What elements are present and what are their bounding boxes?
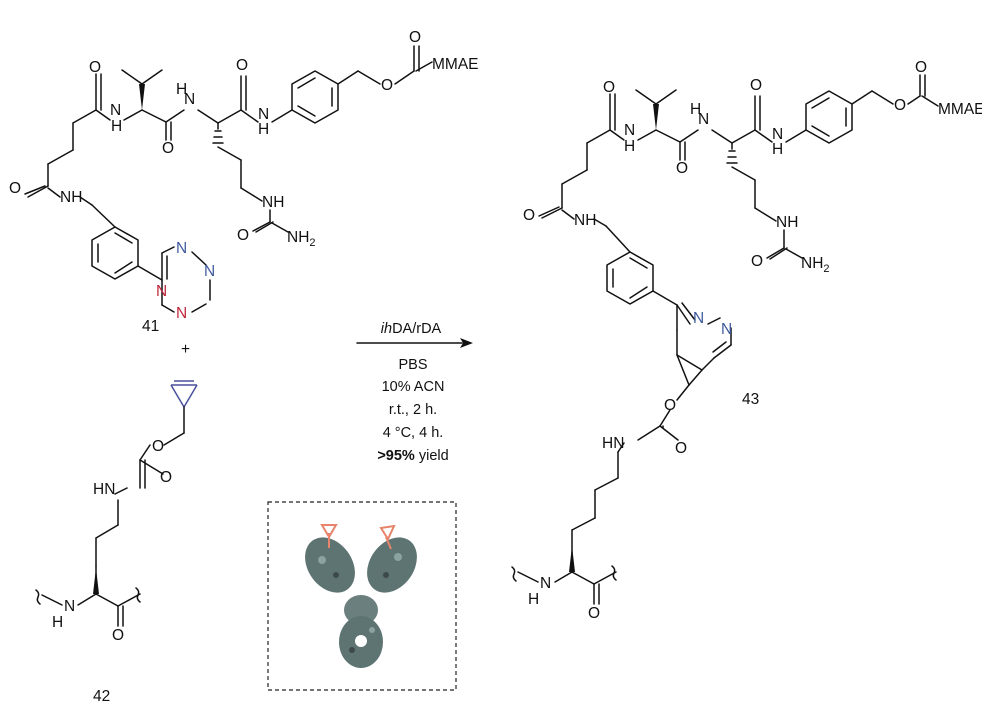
compound-41-label: 41 bbox=[142, 318, 159, 335]
c43-glutaryl-o: O bbox=[523, 207, 535, 224]
c43-urea-nh2: NH2 bbox=[801, 255, 830, 275]
compound-42-structure bbox=[35, 380, 198, 627]
c41-tetrazine-n2: N bbox=[204, 263, 215, 280]
c41-amide-h1: H bbox=[111, 118, 122, 135]
c41-tetrazine-n3: N bbox=[156, 283, 167, 300]
c41-tetrazine-n1: N bbox=[176, 240, 187, 257]
c41-glutaryl-o: O bbox=[9, 180, 21, 197]
c42-carbamate-o2: O bbox=[160, 469, 172, 486]
c41-carbonyl-o2: O bbox=[162, 140, 174, 157]
c43-carbonyl-o: O bbox=[588, 605, 600, 622]
c41-tetrazine-n4: N bbox=[176, 305, 187, 322]
c43-carbamate-o1: O bbox=[664, 397, 676, 414]
c43-carbonate-o: O bbox=[915, 59, 927, 76]
c42-carbamate-hn: HN bbox=[93, 481, 115, 498]
condition-solvent: PBS bbox=[398, 357, 427, 373]
c41-urea-nh: NH bbox=[262, 194, 284, 211]
c43-amide-h2: H bbox=[690, 101, 701, 118]
c43-amide-h1: H bbox=[624, 138, 635, 155]
reaction-arrow-head bbox=[460, 338, 473, 348]
c43-amide-h3: H bbox=[772, 141, 783, 158]
c43-carbonyl-o2: O bbox=[676, 160, 688, 177]
c41-amide-n2: N bbox=[184, 91, 195, 108]
condition-cosolvent: 10% ACN bbox=[382, 379, 445, 395]
c43-pyridazine-n2: N bbox=[721, 321, 732, 338]
c41-amide-n1: N bbox=[110, 102, 121, 119]
c42-amide-n: N bbox=[64, 598, 75, 615]
c41-carbonyl-o1: O bbox=[89, 59, 101, 76]
c41-carbonate-o: O bbox=[409, 29, 421, 46]
reaction-type: ihDA/rDA bbox=[381, 321, 442, 337]
c43-amide-n: N bbox=[540, 575, 551, 592]
c43-amide-n1: N bbox=[624, 122, 635, 139]
condition-step2: 4 °C, 4 h. bbox=[383, 425, 444, 441]
c41-amide-h2: H bbox=[176, 81, 187, 98]
c41-amide-h3: H bbox=[258, 121, 269, 138]
c41-urea-nh2: NH2 bbox=[287, 229, 316, 249]
c42-carbamate-o1: O bbox=[152, 438, 164, 455]
c43-pyridazine-n1: N bbox=[693, 310, 704, 327]
c41-amide-n3: N bbox=[258, 106, 269, 123]
c43-urea-nh: NH bbox=[776, 214, 798, 231]
compound-43-structure bbox=[511, 74, 939, 605]
plus-sign: + bbox=[181, 341, 190, 358]
c43-mmae: MMAE bbox=[938, 101, 982, 118]
compound-42-label: 42 bbox=[93, 688, 110, 705]
antibody-inset-frame bbox=[267, 501, 457, 691]
c43-amide-n2: N bbox=[698, 111, 709, 128]
c43-amide-h: H bbox=[528, 591, 539, 608]
c43-carbamate-hn: HN bbox=[602, 435, 624, 452]
c41-ester-o: O bbox=[381, 77, 393, 94]
c42-carbonyl-o: O bbox=[112, 627, 124, 644]
c43-carbamate-o2: O bbox=[675, 440, 687, 457]
reaction-yield: >95% yield bbox=[377, 448, 448, 464]
c43-carbonyl-o3: O bbox=[750, 77, 762, 94]
compound-43-label: 43 bbox=[742, 391, 759, 408]
condition-step1: r.t., 2 h. bbox=[389, 402, 437, 418]
c43-glutaryl-nh: NH bbox=[574, 212, 596, 229]
c41-urea-o: O bbox=[237, 227, 249, 244]
c43-ester-o: O bbox=[894, 97, 906, 114]
c41-carbonyl-o3: O bbox=[236, 57, 248, 74]
c43-carbonyl-o1: O bbox=[603, 79, 615, 96]
c41-glutaryl-nh: NH bbox=[60, 189, 82, 206]
c43-amide-n3: N bbox=[772, 126, 783, 143]
compound-41-structure bbox=[24, 45, 433, 313]
antibody-icon bbox=[305, 524, 417, 668]
c42-amide-h: H bbox=[52, 614, 63, 631]
c43-urea-o: O bbox=[751, 253, 763, 270]
c41-mmae: MMAE bbox=[432, 56, 479, 73]
